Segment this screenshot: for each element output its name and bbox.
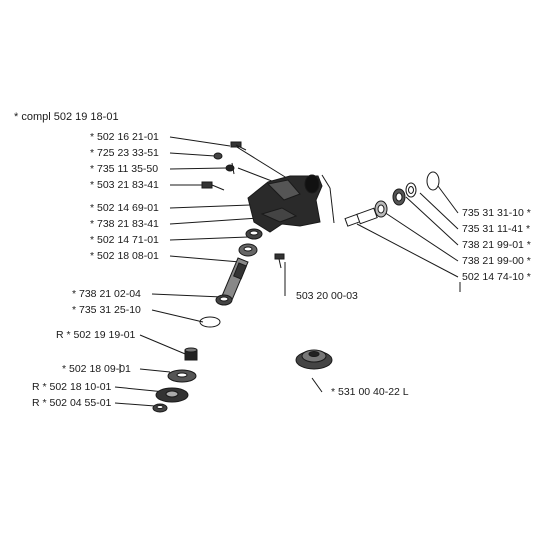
part-label-738-21-02-04: * 738 21 02-04 xyxy=(72,288,141,300)
part-label-735-31-25-10: * 735 31 25-10 xyxy=(72,304,141,316)
spring-washer-735-11-35-50 xyxy=(225,164,235,172)
part-label-502-14-71-01: * 502 14 71-01 xyxy=(90,234,159,246)
part-label-502-18-08-01: * 502 18 08-01 xyxy=(90,250,159,262)
part-label-735-31-11-41: 735 31 11-41 * xyxy=(462,223,530,235)
shaft-502-18-08-01 xyxy=(221,257,249,301)
leader-lines xyxy=(114,136,461,407)
nut-502-19-19-01 xyxy=(184,347,198,361)
part-label-502-18-09-01: * 502 18 09-01 xyxy=(62,363,131,375)
part-label-503-21-83-41: * 503 21 83-41 xyxy=(90,179,159,191)
support-cup-502-18-10-01 xyxy=(155,387,189,403)
part-label-738-21-99-00: 738 21 99-00 * xyxy=(462,255,531,267)
part-label-502-14-69-01: * 502 14 69-01 xyxy=(90,202,159,214)
part-label-502-18-10-01: R * 502 18 10-01 xyxy=(32,381,112,393)
part-label-735-11-35-50: * 735 11 35-50 xyxy=(90,163,158,175)
part-label-502-19-19-01: R * 502 19 19-01 xyxy=(56,329,136,341)
input-shaft-assembly xyxy=(344,171,440,227)
screw-502-16-21-01 xyxy=(230,141,247,151)
part-label-502-14-74-10: 502 14 74-10 * xyxy=(462,271,531,283)
screw-503-20-00-03 xyxy=(274,253,285,269)
bearing-738-21-02-04 xyxy=(215,294,233,306)
assembly-title: * compl 502 19 18-01 xyxy=(14,111,119,123)
screw-503-21-83-41 xyxy=(201,181,225,191)
part-label-738-21-83-41: * 738 21 83-41 xyxy=(90,218,159,230)
thrust-sleeve-531-00-40-22-l xyxy=(295,349,333,370)
part-label-503-20-00-03: 503 20 00-03 xyxy=(296,290,358,302)
support-flange-502-18-09-01 xyxy=(167,369,197,383)
part-label-738-21-99-01: 738 21 99-01 * xyxy=(462,239,531,251)
gear-502-14-71-01 xyxy=(238,243,258,257)
part-label-735-31-31-10: 735 31 31-10 * xyxy=(462,207,531,219)
circlip-735-31-25-10 xyxy=(199,316,221,328)
gear-housing xyxy=(247,174,323,233)
nut-502-04-55-01 xyxy=(152,403,168,413)
part-label-502-04-55-01: R * 502 04 55-01 xyxy=(32,397,112,409)
part-label-531-00-40-22-l: * 531 00 40-22 L xyxy=(331,386,409,398)
part-label-725-23-33-51: * 725 23 33-51 xyxy=(90,147,159,159)
part-label-502-16-21-01: * 502 16 21-01 xyxy=(90,131,159,143)
bearing-502-14-69-01 xyxy=(245,228,263,240)
washer-725-23-33-51 xyxy=(213,152,223,160)
